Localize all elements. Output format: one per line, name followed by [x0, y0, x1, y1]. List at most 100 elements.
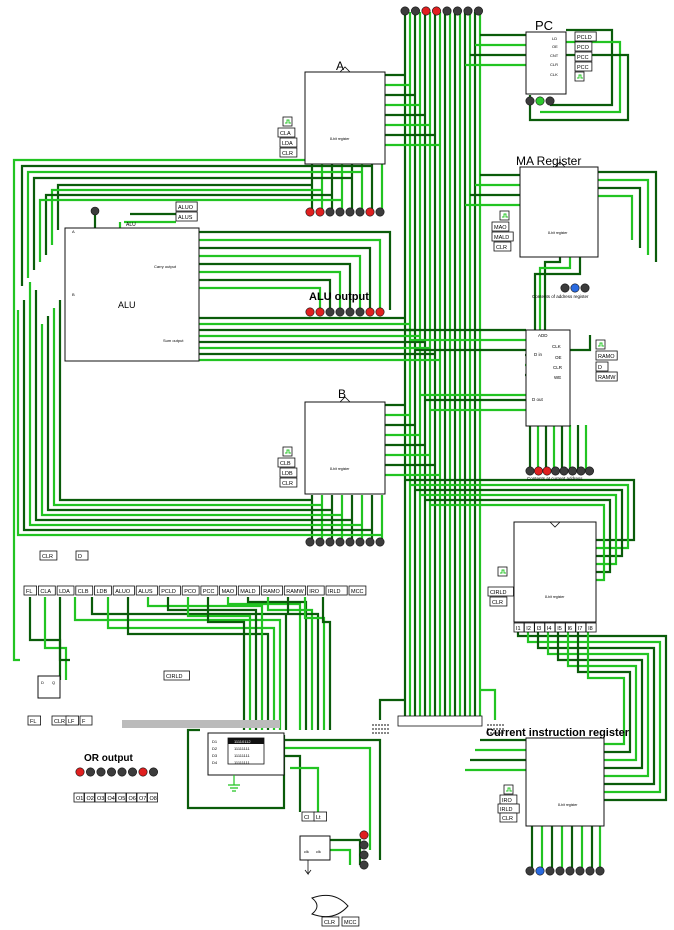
program-counter: PC LD OE CNT CLR CLK — [525, 18, 567, 95]
svg-text:8-bit register: 8-bit register — [548, 231, 568, 235]
pc-output-pco[interactable]: PCO — [574, 41, 593, 52]
control-signal-mcc[interactable]: MCC — [348, 585, 367, 596]
ma-input-mald[interactable]: MALD — [491, 231, 514, 242]
ir-input-clr-label: CLR — [492, 600, 503, 606]
or-output-label-o2[interactable]: O2 — [84, 792, 95, 803]
cir-input-iro[interactable]: IRO — [499, 794, 518, 805]
ir-label-i1[interactable]: I1 — [513, 622, 525, 633]
cir-input-clr[interactable]: CLR — [499, 812, 518, 823]
pc-clock-source[interactable] — [574, 71, 585, 82]
or-output-label-o6[interactable]: O6 — [126, 792, 137, 803]
rom-row-label-4: D4 — [212, 760, 218, 765]
or-output-label-o4[interactable]: O4 — [105, 792, 116, 803]
pc-output-pcc-2[interactable]: PCC — [574, 61, 593, 72]
flag-input-f[interactable]: F — [79, 715, 93, 726]
control-signal-mald[interactable]: MALD — [237, 585, 260, 596]
svg-text:B: B — [72, 292, 75, 297]
control-signal-clb[interactable]: CLB — [75, 585, 94, 596]
or-output-label-o7[interactable]: O7 — [136, 792, 148, 803]
or-output-label-o3[interactable]: O3 — [94, 792, 106, 803]
control-signal-mao[interactable]: MAO — [219, 585, 237, 596]
register-a-input-cla[interactable]: CLA — [277, 127, 296, 138]
counter-label-cl[interactable]: Cl — [301, 811, 316, 822]
or-output-label-o8[interactable]: O8 — [147, 792, 158, 803]
cir-led-7 — [585, 866, 595, 876]
control-d-output[interactable]: D — [75, 550, 89, 561]
ram-caption: Contents at current address — [527, 476, 583, 481]
control-signal-ramo[interactable]: RAMO — [260, 585, 283, 596]
ir-label-i5[interactable]: I5 — [554, 622, 566, 633]
ir-label-i4[interactable]: I4 — [544, 622, 556, 633]
register-a-clock-source[interactable] — [282, 116, 293, 127]
control-signal-ramw[interactable]: RAMW — [283, 585, 306, 596]
control-signal-aluo[interactable]: ALUO — [112, 585, 135, 596]
register-b-input-clr[interactable]: CLR — [279, 477, 298, 488]
ram-clock-source[interactable] — [595, 339, 606, 350]
control-signal-iro[interactable]: IRO — [306, 585, 325, 596]
clock-input-clr[interactable]: CLR — [321, 916, 340, 927]
rom-value-2: 11111111 — [234, 746, 250, 751]
ir-label-i4-label: I4 — [547, 626, 552, 632]
ram-input-ramo[interactable]: RAMO — [595, 350, 618, 361]
register-a-input-clr[interactable]: CLR — [279, 147, 298, 158]
ma-input-clr[interactable]: CLR — [493, 241, 512, 252]
control-clr-input-label: CLR — [42, 554, 53, 560]
control-signal-lda[interactable]: LDA — [56, 585, 75, 596]
svg-text:D: D — [41, 680, 44, 685]
register-b-input-ldb[interactable]: LDB — [279, 467, 298, 478]
control-d-output-label: D — [78, 554, 82, 560]
register-b-clock-source[interactable] — [282, 446, 293, 457]
control-signal-ldb[interactable]: LDB — [94, 585, 112, 596]
alu-input-aluo[interactable]: ALUO — [175, 201, 198, 212]
ram-input-ramw[interactable]: RAMW — [595, 371, 618, 382]
ma-input-mao-label: MAO — [494, 225, 507, 231]
cir-input-irld[interactable]: IRLD — [497, 803, 520, 814]
ma-clock-source[interactable] — [499, 210, 510, 221]
flag-input-fl[interactable]: FL — [27, 715, 42, 726]
control-signal-pco[interactable]: PCO — [181, 585, 200, 596]
ram-pin-oe: OE — [555, 355, 562, 360]
or-output-label-o5[interactable]: O5 — [115, 792, 127, 803]
ir-label-i2[interactable]: I2 — [523, 622, 535, 633]
control-signal-pcc[interactable]: PCC — [200, 585, 219, 596]
ir-label-i3[interactable]: I3 — [534, 622, 545, 633]
ir-label-i6[interactable]: I6 — [565, 622, 576, 633]
register-a-input-clr-label: CLR — [282, 151, 293, 157]
control-signal-ramw-label: RAMW — [286, 589, 304, 595]
alu-output-led-5 — [345, 307, 355, 317]
flag-input-f-label: F — [82, 719, 86, 725]
ir-label-i7[interactable]: I7 — [575, 622, 587, 633]
pc-output-pcld[interactable]: PCLD — [574, 31, 597, 42]
control-clr-input[interactable]: CLR — [39, 550, 58, 561]
clock-input-mcc[interactable]: MCC — [341, 916, 360, 927]
register-b-led-8 — [375, 537, 385, 547]
control-signal-cla[interactable]: CLA — [38, 585, 56, 596]
alu-input-alus[interactable]: ALUS — [175, 211, 198, 222]
control-signal-alus[interactable]: ALUS — [135, 585, 158, 596]
clock-led-3 — [359, 850, 369, 860]
ir-input-clr[interactable]: CLR — [489, 596, 508, 607]
cir-clock-source[interactable] — [503, 784, 514, 795]
control-cirld-input[interactable]: CIRLD — [163, 670, 190, 681]
ma-input-mao[interactable]: MAO — [491, 221, 510, 232]
ir-label-i8-label: I8 — [588, 626, 593, 632]
register-a-input-lda[interactable]: LDA — [279, 137, 298, 148]
ram-input-d[interactable]: D — [595, 361, 609, 372]
flag-input-lf[interactable]: LF — [65, 715, 80, 726]
ir-clock-source[interactable] — [497, 566, 508, 577]
counter-label-lt[interactable]: Lt — [313, 811, 328, 822]
register-b-led-2 — [315, 537, 325, 547]
control-signal-fl[interactable]: FL — [23, 585, 38, 596]
or-output-label-o1[interactable]: O1 — [73, 792, 85, 803]
control-signal-irld[interactable]: IRLD — [325, 585, 348, 596]
pc-output-pcc[interactable]: PCC — [574, 51, 593, 62]
rom-address-strip — [122, 720, 280, 728]
ram-pin-clr: CLR — [553, 365, 563, 370]
control-signal-pcld[interactable]: PCLD — [158, 585, 181, 596]
current-instruction-register: Current instruction register 8-bit regis… — [486, 727, 630, 827]
ir-label-i8[interactable]: I8 — [585, 622, 597, 633]
register-b-input-clb[interactable]: CLB — [277, 457, 296, 468]
or-output-label-o6-label: O6 — [129, 796, 136, 802]
or-output-title: OR output — [84, 753, 134, 764]
ir-input-cirld[interactable]: CIRLD — [487, 586, 514, 597]
